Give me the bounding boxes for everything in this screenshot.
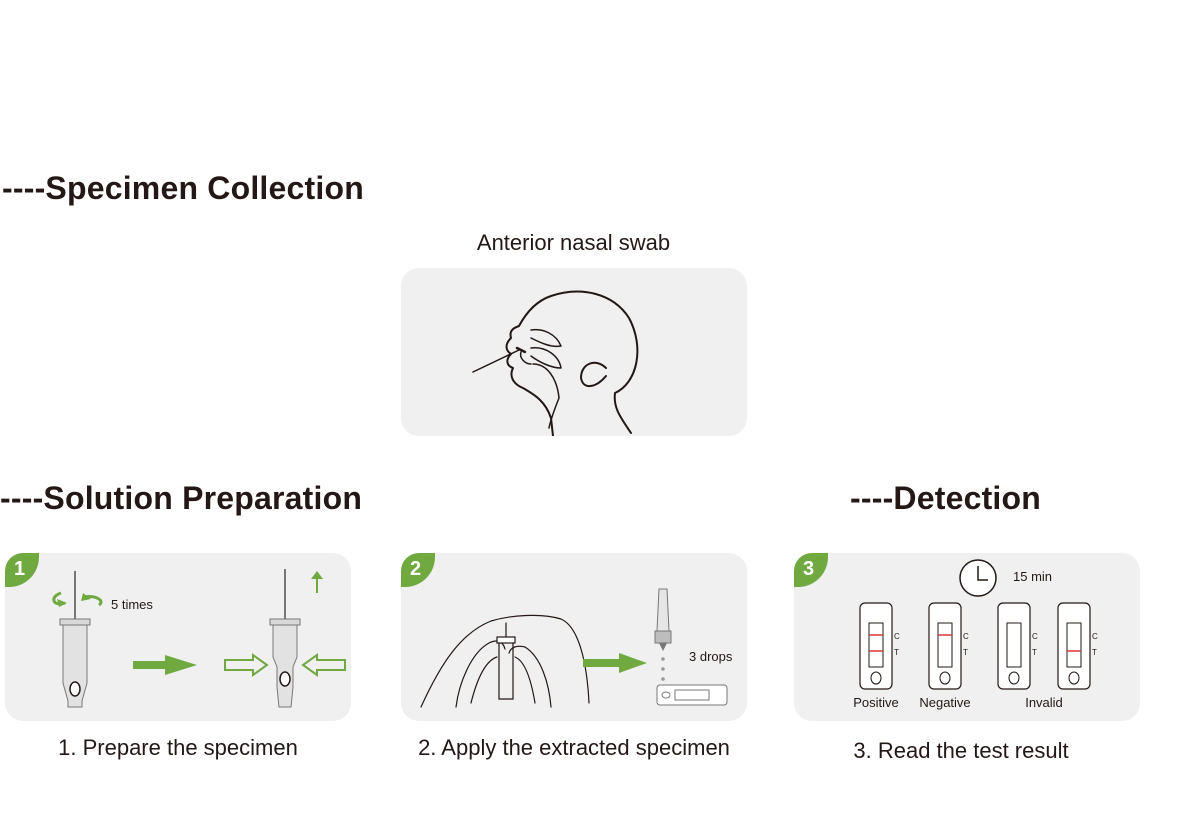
nasal-swab-illustration bbox=[472, 290, 639, 436]
line-label-t: T bbox=[1032, 648, 1037, 657]
result-label-positive: Positive bbox=[853, 695, 899, 710]
cassette-invalid-1: C T bbox=[997, 602, 1038, 690]
section-title-detection: ----Detection bbox=[850, 480, 1042, 516]
section-title-specimen-collection: ----Specimen Collection bbox=[2, 170, 364, 206]
line-label-t: T bbox=[894, 648, 899, 657]
line-label-c: C bbox=[1032, 632, 1038, 641]
step-2-illustration: 3 drops bbox=[420, 588, 733, 708]
line-label-t: T bbox=[1092, 648, 1097, 657]
line-label-c: C bbox=[1092, 632, 1098, 641]
step-2-caption: 2. Apply the extracted specimen bbox=[418, 735, 730, 760]
cassette-negative: C T bbox=[928, 602, 969, 690]
nasal-swab-panel bbox=[401, 268, 747, 436]
step-1-panel: 1 5 times bbox=[5, 553, 351, 721]
step-3-illustration: 15 min C T C T C T bbox=[853, 559, 1098, 710]
result-label-negative: Negative bbox=[919, 695, 970, 710]
step-1-badge: 1 bbox=[5, 553, 39, 587]
cassette-positive: C T bbox=[859, 602, 900, 690]
rotation-label: 5 times bbox=[111, 597, 153, 612]
line-label-t: T bbox=[963, 648, 968, 657]
timer-label: 15 min bbox=[1013, 569, 1052, 584]
step-1-caption: 1. Prepare the specimen bbox=[58, 735, 298, 760]
nasal-swab-caption: Anterior nasal swab bbox=[476, 230, 671, 255]
line-label-c: C bbox=[894, 632, 900, 641]
drops-label: 3 drops bbox=[689, 649, 733, 664]
section-title-solution-preparation: ----Solution Preparation bbox=[0, 480, 363, 516]
cassette-invalid-2: C T bbox=[1057, 602, 1098, 690]
line-label-c: C bbox=[963, 632, 969, 641]
result-label-invalid: Invalid bbox=[1025, 695, 1063, 710]
step-2-panel: 2 3 drops bbox=[401, 553, 747, 721]
step-3-panel: 3 15 min C T C T C bbox=[794, 553, 1140, 721]
step-1-illustration: 5 times bbox=[52, 569, 346, 708]
step-3-caption: 3. Read the test result bbox=[853, 738, 1069, 763]
